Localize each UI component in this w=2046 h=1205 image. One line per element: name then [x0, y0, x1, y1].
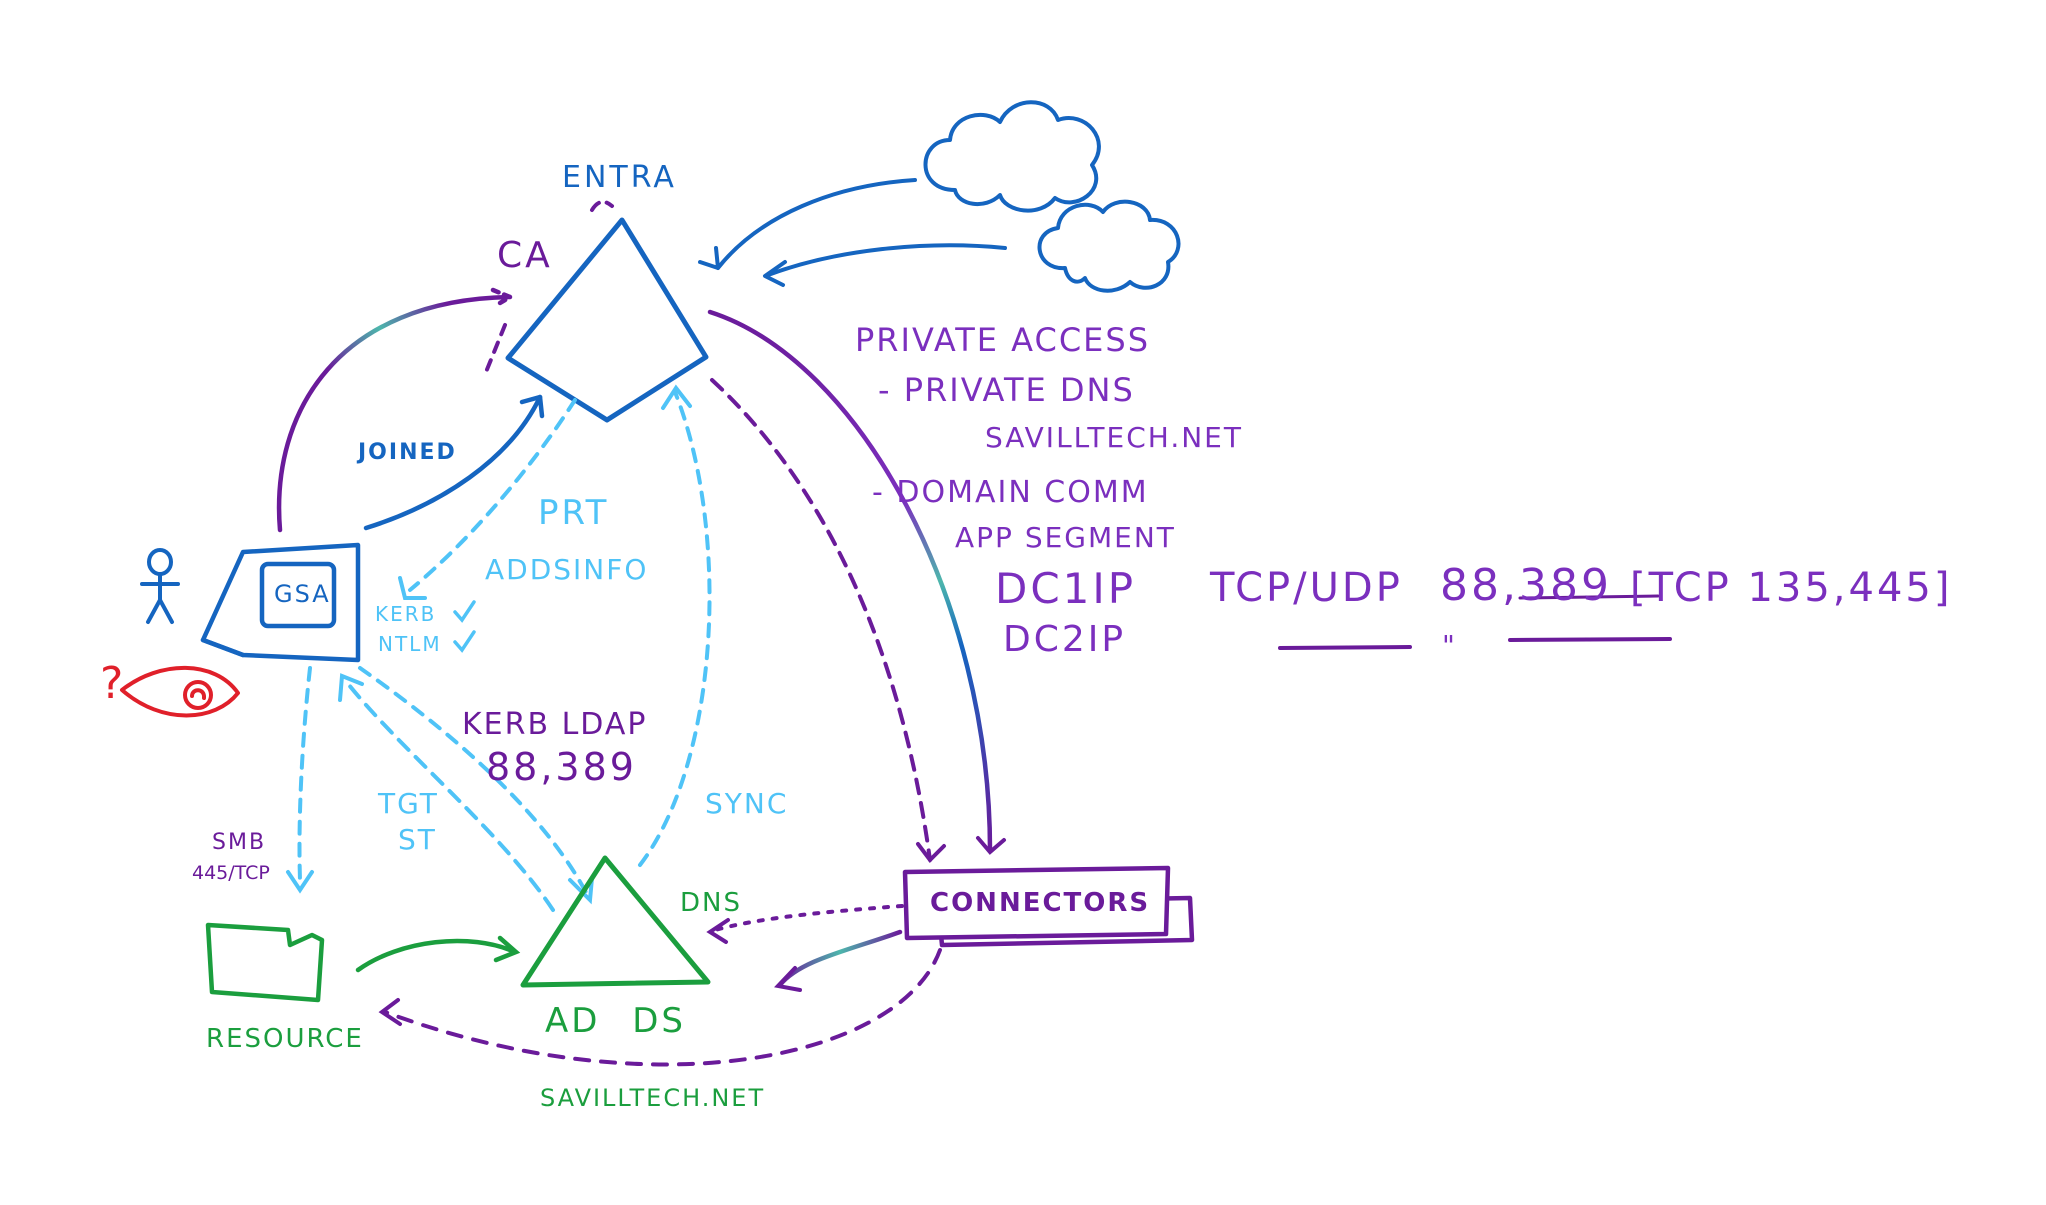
st-label: ST	[398, 823, 437, 856]
ditto-underline	[1508, 637, 1672, 642]
eye-icon	[120, 665, 240, 718]
connectors-to-dns-arrow	[713, 904, 904, 932]
smb-arrowhead	[286, 870, 314, 894]
entra-to-connectors-dashed	[710, 378, 932, 862]
domain-comm-note: - DOMAIN COMM	[872, 475, 1149, 510]
dns-arrowhead	[706, 918, 730, 944]
cloud-icon	[923, 100, 1101, 213]
dashed-arrowhead	[916, 842, 946, 864]
entra-shape	[505, 217, 709, 423]
ca-bracket	[590, 199, 614, 212]
laptop-icon	[200, 542, 361, 663]
laptop-to-ca-arrow	[276, 287, 513, 533]
resource-label: RESOURCE	[206, 1024, 364, 1054]
resource-folder-icon	[205, 922, 325, 1003]
bottom-domain-label: SAVILLTECH.NET	[540, 1084, 766, 1112]
joined-label: JOINED	[358, 440, 457, 465]
kerb-ldap-arrowhead	[568, 876, 594, 905]
tgt-st-arrow	[343, 678, 555, 912]
ca-label: CA	[497, 235, 553, 276]
adds-arrowhead	[774, 966, 802, 992]
resource-to-adds-arrow	[355, 935, 521, 973]
ports-underline	[1518, 594, 1660, 600]
smb-port-label: 445/TCP	[192, 862, 270, 884]
smb-label: SMB	[212, 830, 267, 855]
ca-dashed-link	[484, 323, 507, 374]
kerb-check-icon	[453, 600, 476, 623]
prt-label: PRT	[538, 493, 610, 533]
connectors-label: CONNECTORS	[930, 888, 1151, 918]
connectors-box	[902, 865, 1195, 948]
private-access-note: PRIVATE ACCESS	[855, 321, 1151, 359]
connectors-arrowhead	[976, 836, 1006, 855]
sync-arrow	[638, 390, 712, 867]
ports-note: 88,389	[1440, 560, 1612, 611]
kerb-ldap-label: KERB LDAP	[462, 707, 648, 742]
dns-label: DNS	[680, 888, 742, 918]
app-segment-note: APP SEGMENT	[955, 521, 1176, 554]
ntlm-check-icon	[453, 630, 476, 653]
kerb-ldap-arrow	[358, 666, 592, 902]
resource-arrowhead	[378, 998, 402, 1026]
kerb-check-label: KERB	[375, 602, 437, 626]
connectors-to-resource-arrow	[383, 948, 942, 1067]
question-mark: ?	[100, 658, 124, 709]
addsinfo-label: ADDSINFO	[485, 553, 649, 586]
entra-to-connectors-arrow	[707, 309, 993, 853]
cloud-to-entra-arrows	[698, 178, 1007, 287]
prt-arrow	[408, 398, 577, 592]
prt-arrowhead	[398, 576, 427, 600]
adds-label: AD DS	[545, 1001, 687, 1041]
dc1-ip-note: DC1IP	[995, 564, 1137, 613]
sync-label: SYNC	[705, 787, 789, 820]
protocol-note: TCP/UDP	[1210, 565, 1403, 611]
cloud-icon	[1037, 199, 1181, 293]
ditto-mark: "	[1442, 629, 1455, 662]
adds-triangle	[520, 855, 711, 988]
sync-arrowhead	[661, 384, 692, 410]
smb-arrow	[297, 666, 312, 882]
tgt-st-arrowhead	[338, 673, 364, 702]
joined-arrow	[363, 394, 545, 531]
dc2-ip-note: DC2IP	[1003, 619, 1127, 660]
kerb-ldap-ports-label: 88,389	[486, 745, 637, 789]
person-stick-figure-icon	[140, 548, 180, 624]
ditto-underline	[1278, 645, 1412, 650]
connectors-to-adds-arrow	[777, 929, 903, 988]
private-dns-note: - PRIVATE DNS	[878, 371, 1135, 409]
gsa-label: GSA	[274, 580, 331, 608]
tgt-label: TGT	[378, 787, 439, 820]
extra-ports-note: [TCP 135,445]	[1630, 565, 1953, 611]
entra-label: ENTRA	[562, 160, 677, 195]
ntlm-check-label: NTLM	[378, 632, 442, 656]
private-dns-domain-note: SAVILLTECH.NET	[985, 421, 1243, 454]
